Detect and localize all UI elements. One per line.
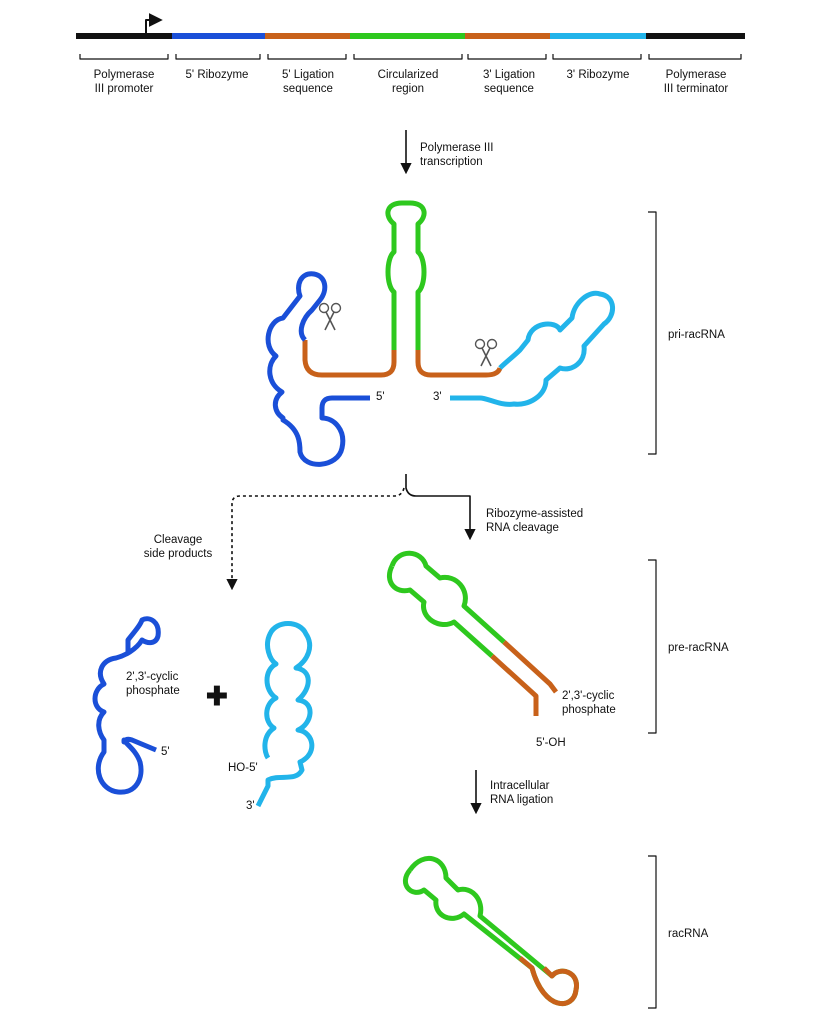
pri-3-scissors-icon-ring-a xyxy=(476,340,485,349)
pri-3-scissors-icon xyxy=(476,340,497,367)
segment-bracket-7 xyxy=(649,54,741,59)
plus-sign: ✚ xyxy=(206,681,228,711)
step-label-ligation: Intracellular RNA ligation xyxy=(490,779,553,807)
racrna-orange-loop xyxy=(520,958,577,1004)
segment-label-3-ribozyme: 3' Ribozyme xyxy=(567,68,630,82)
segment-label-circularized: Circularized region xyxy=(378,68,439,96)
step-label-side-products: Cleavage side products xyxy=(144,533,212,561)
pri-3-scissors-icon-blades xyxy=(481,348,491,366)
side-cyclic-phosphate-label: 2',3'-cyclic phosphate xyxy=(126,670,180,698)
pri-5-scissors-icon xyxy=(320,304,341,331)
segment-label-5-ribozyme: 5' Ribozyme xyxy=(186,68,249,82)
side-five-prime-label: 5' xyxy=(161,745,170,759)
segment-label-3-ligation: 3' Ligation sequence xyxy=(483,68,535,96)
segment-label-promoter: Polymerase III promoter xyxy=(94,68,155,96)
pre-cyclic-phosphate-label: 2',3'-cyclic phosphate xyxy=(562,689,616,717)
stage-label-pri-racrna: pri-racRNA xyxy=(668,328,725,342)
pre-cyclic-strand xyxy=(504,642,556,692)
racrna-bracket xyxy=(648,856,656,1008)
segment-bracket-4 xyxy=(354,54,462,59)
segment-bracket-3 xyxy=(268,54,346,59)
racrna-green-loop xyxy=(405,858,576,1003)
segment-label-terminator: Polymerase III terminator xyxy=(664,68,729,96)
pri-3-scissors-icon-ring-b xyxy=(488,340,497,349)
segment-bracket-2 xyxy=(176,54,260,59)
step-label-transcription: Polymerase III transcription xyxy=(420,141,494,169)
pri-5-ligation-strand xyxy=(305,340,394,375)
stage-label-pre-racrna: pre-racRNA xyxy=(668,641,729,655)
segment-bracket-6 xyxy=(553,54,641,59)
pri-green-hairpin xyxy=(388,203,424,350)
side-products-arrow xyxy=(232,488,404,588)
cleavage-arrow xyxy=(406,474,470,538)
pri-5-scissors-icon-ring-b xyxy=(332,304,341,313)
pri-5-scissors-icon-ring-a xyxy=(320,304,329,313)
segment-bracket-5 xyxy=(468,54,546,59)
pri-5-ribozyme-strand xyxy=(268,274,370,465)
pre-five-oh-label: 5'-OH xyxy=(536,736,566,750)
segment-bracket-1 xyxy=(80,54,168,59)
side-3-ribozyme-strand xyxy=(258,624,312,807)
promoter-start-arrow xyxy=(146,20,160,34)
segment-label-5-ligation: 5' Ligation sequence xyxy=(282,68,334,96)
pri-5-scissors-icon-blades xyxy=(325,312,335,330)
pri-racrna-bracket xyxy=(648,212,656,454)
pre-green-strand-inner xyxy=(392,553,504,642)
stage-label-racrna: racRNA xyxy=(668,927,708,941)
side-5-ribozyme-strand xyxy=(95,619,158,792)
pri-3-ribozyme-strand xyxy=(450,293,613,404)
step-label-cleavage: Ribozyme-assisted RNA cleavage xyxy=(486,507,583,535)
side-ho-five-label: HO-5' xyxy=(228,761,258,775)
pri-three-prime-label: 3' xyxy=(433,390,442,404)
pri-five-prime-label: 5' xyxy=(376,390,385,404)
side-three-prime-label: 3' xyxy=(246,799,255,813)
pre-racrna-bracket xyxy=(648,560,656,733)
